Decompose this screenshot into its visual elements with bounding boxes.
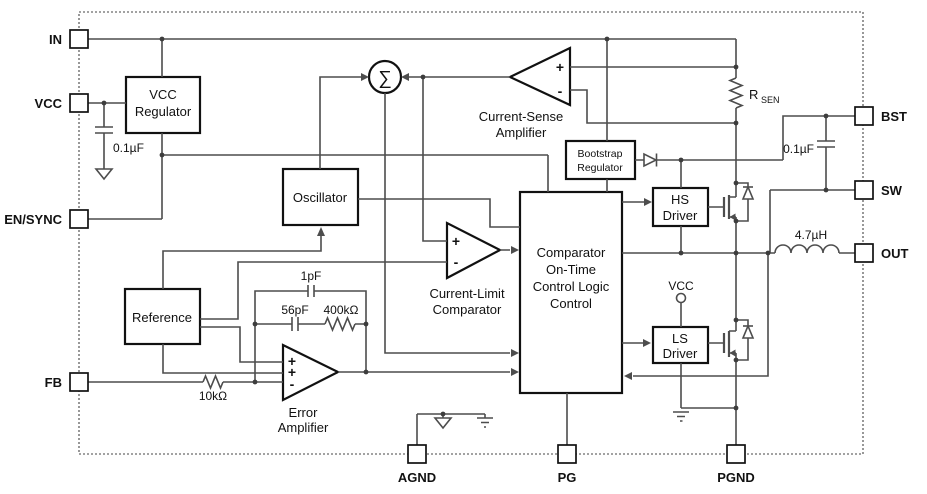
junction-dots [101,36,829,417]
current-limit-comparator-symbol [445,221,503,280]
cs-amp-plus: + [556,59,564,75]
arrow-current-limit-out [511,246,519,254]
comp-cap1-value: 1pF [301,269,322,283]
earth-ground-pgnd-icon [673,411,689,422]
pin-fb-label: FB [45,375,62,390]
control-logic-label-3: Control Logic [533,279,610,294]
block-control-logic [518,190,624,395]
bst-capacitor-symbol [817,140,835,148]
hs-mosfet-symbol [722,195,731,219]
vcc-capacitor-symbol [95,126,113,134]
pin-fb: FB [45,372,89,392]
current-sense-amplifier-symbol [507,46,572,107]
oscillator-label: Oscillator [293,190,348,205]
current-limit-comparator-label-2: Comparator [433,302,502,317]
vcc-regulator-label-1: VCC [149,87,176,102]
ls-driver-label-2: Driver [663,346,698,361]
current-limit-comparator-label-1: Current-Limit [429,286,505,301]
comp-cap-1pf-symbol [307,285,315,297]
signal-ground-vcc-cap-icon [94,168,114,181]
pin-en-sync-label: EN/SYNC [4,212,62,227]
hs-mosfet-source-arrow [729,213,736,221]
inductor-symbol [774,244,840,254]
sigma-symbol: ∑ [378,68,392,89]
pin-out: OUT [854,243,909,263]
arrow-into-summing-left [361,73,369,81]
pin-in: IN [49,29,89,49]
comp-cap2-value: 56pF [281,303,308,317]
pin-pgnd-label: PGND [717,470,755,485]
sense-resistor-sub: SEN [761,95,780,105]
block-vcc-regulator [124,75,202,135]
wire-net [88,38,855,445]
bst-cap-value: 0.1µF [783,142,814,156]
pin-en-sync: EN/SYNC [4,209,89,229]
arrow-into-hs-driver [644,198,652,206]
resistor-rsen-symbol [727,77,745,109]
vcc-rail-label: VCC [668,279,694,293]
vcc-cap-value: 0.1µF [113,141,144,155]
error-amp-minus: - [290,376,295,392]
pin-sw-label: SW [881,183,903,198]
resistor-400k-symbol [324,315,356,333]
pin-pgnd: PGND [717,444,755,485]
pin-pg-label: PG [558,470,577,485]
bootstrap-label-1: Bootstrap [578,148,623,160]
bootstrap-diode [643,152,658,168]
ls-mosfet-symbol [722,331,731,357]
chip-boundary [78,11,864,455]
vcc-regulator-label-2: Regulator [135,104,192,119]
sense-resistor-label: R [749,87,758,102]
fb-resistor-value: 10kΩ [199,389,227,403]
earth-ground-agnd-icon [477,417,493,428]
pin-bst: BST [854,106,907,126]
pin-pg: PG [557,444,577,485]
block-oscillator [281,167,360,227]
pin-agnd: AGND [398,444,436,485]
ls-mosfet-source-arrow [729,349,736,357]
block-ls-driver [651,325,710,365]
arrow-summing-out [511,349,519,357]
error-amp-plus-2: + [288,364,296,380]
inductor-value: 4.7µH [795,228,827,242]
hs-body-diode [741,184,755,200]
current-sense-amp-label-1: Current-Sense [479,109,564,124]
cs-amp-minus: - [558,83,563,99]
ls-body-diode [741,323,755,339]
pin-in-label: IN [49,32,62,47]
comp-cap-56pf-symbol [291,317,299,331]
control-logic-label-4: Control [550,296,592,311]
arrow-sw-feedback [624,372,632,380]
current-sense-amp-label-2: Amplifier [496,125,547,140]
arrow-into-summing-right [401,73,409,81]
arrow-error-amp-out [511,368,519,376]
comp-resistor-value: 400kΩ [324,303,359,317]
resistor-10k-symbol [202,373,224,391]
cl-comp-minus: - [454,254,459,270]
pin-sw: SW [854,180,903,200]
cl-comp-plus: + [452,233,460,249]
pin-agnd-label: AGND [398,470,436,485]
control-logic-label-2: On-Time [546,262,596,277]
reference-label: Reference [132,310,192,325]
pin-out-label: OUT [881,246,909,261]
arrow-into-ls-driver [643,339,651,347]
hs-driver-label-1: HS [671,192,689,207]
signal-ground-agnd-icon [433,417,453,430]
pin-vcc-label: VCC [35,96,63,111]
bootstrap-label-2: Regulator [577,162,623,174]
pin-bst-label: BST [881,109,907,124]
control-logic-label-1: Comparator [537,245,606,260]
vcc-terminal-icon [675,292,687,304]
error-amp-plus-1: + [288,353,296,369]
ls-driver-label-1: LS [672,331,688,346]
pin-vcc: VCC [35,93,89,113]
error-amplifier-label-1: Error [289,405,319,420]
error-amplifier-label-2: Amplifier [278,420,329,435]
hs-driver-label-2: Driver [663,208,698,223]
arrow-into-oscillator [317,227,325,236]
